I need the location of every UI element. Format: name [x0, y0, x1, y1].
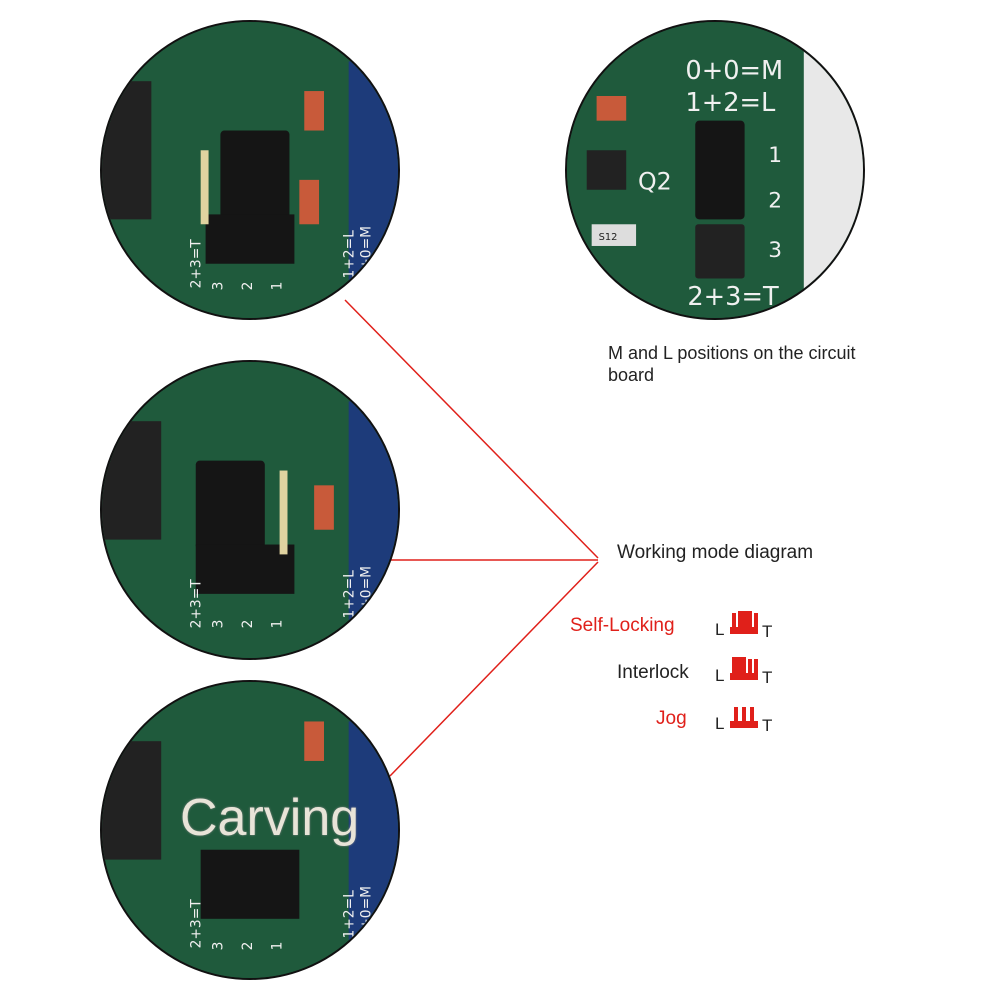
- pcb-eq-bot: 2+3=T: [189, 899, 205, 949]
- mode-right-letter: T: [762, 668, 773, 687]
- pcb-eq-mid: 1+2=L: [342, 230, 358, 279]
- mode-left-letter: L: [715, 714, 725, 733]
- jumper-icon: [730, 611, 758, 634]
- pcb-photo-bottom: 2+3=T 1+2=L 0+0=M 3 2 1: [100, 680, 400, 980]
- mode-label: Jog: [656, 708, 687, 729]
- pin-label-3: 3: [210, 942, 226, 951]
- pin-label-2: 2: [240, 620, 256, 629]
- watermark-text: Carving: [180, 789, 360, 847]
- pin-label-1: 1: [270, 942, 286, 951]
- pcb-eq-mid: 1+2=L: [342, 890, 358, 939]
- closeup-pin-1: 1: [768, 143, 782, 168]
- closeup-pin-2: 2: [768, 188, 782, 213]
- pcb-photo-middle: 2+3=T 1+2=L 0+0=M 3 2 1: [100, 360, 400, 660]
- mode-label: Self-Locking: [570, 615, 675, 636]
- closeup-eq-bot: 2+3=T: [687, 282, 779, 312]
- pin-label-3: 3: [210, 620, 226, 629]
- mode-left-letter: L: [715, 620, 725, 639]
- pcb-eq-mid: 1+2=L: [342, 570, 358, 619]
- closeup-chip-label: S12: [599, 232, 618, 243]
- closeup-q-label: Q2: [638, 168, 672, 196]
- pin-label-2: 2: [240, 942, 256, 951]
- pin-label-3: 3: [210, 282, 226, 291]
- pin-label-1: 1: [270, 620, 286, 629]
- mode-left-letter: L: [715, 666, 725, 685]
- pcb-photo-top: 2+3=T 1+2=L 0+0=M 3 2 1: [100, 20, 400, 320]
- board-caption: M and L positions on the circuit board: [608, 343, 856, 385]
- pin-label-1: 1: [270, 282, 286, 291]
- pcb-eq-top: 0+0=M: [358, 566, 374, 619]
- pcb-eq-bot: 2+3=T: [189, 579, 205, 629]
- pcb-eq-top: 0+0=M: [358, 886, 374, 939]
- mode-right-letter: T: [762, 622, 773, 641]
- mode-right-letter: T: [762, 716, 773, 735]
- closeup-eq-mid: 1+2=L: [685, 88, 776, 118]
- jumper-icon: [730, 657, 758, 680]
- working-mode-title: Working mode diagram: [617, 542, 814, 563]
- closeup-pin-3: 3: [768, 238, 782, 263]
- pcb-closeup: 0+0=M 1+2=L 2+3=T 1 2 3 Q2 S12: [565, 20, 865, 320]
- mode-label: Interlock: [617, 662, 689, 683]
- pcb-eq-bot: 2+3=T: [189, 239, 205, 289]
- jumper-icon: [730, 707, 758, 728]
- pcb-eq-top: 0+0=M: [358, 226, 374, 279]
- pin-label-2: 2: [240, 282, 256, 291]
- closeup-eq-top: 0+0=M: [685, 56, 783, 86]
